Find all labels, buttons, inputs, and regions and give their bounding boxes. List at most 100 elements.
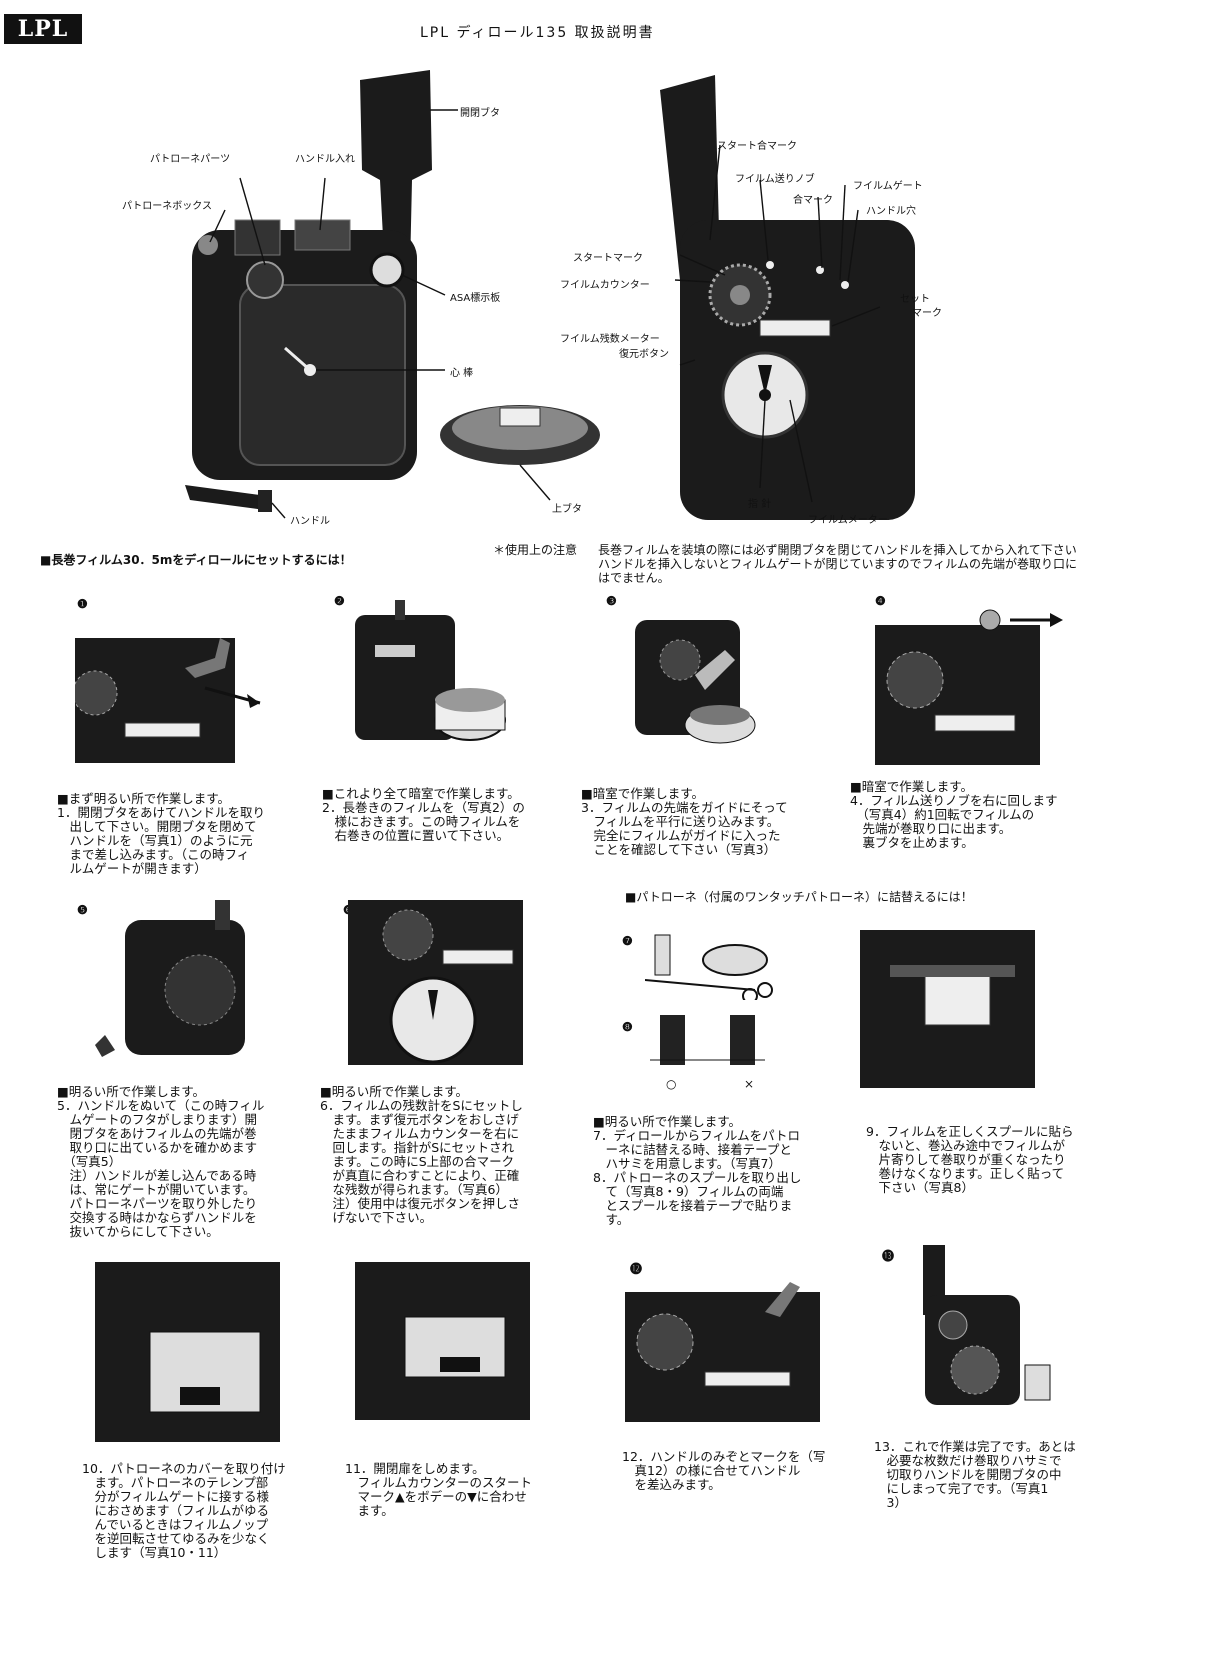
step-9-text: 9．フィルムを正しくスプールに貼ら ないと、巻込み途中でフィルムが 片寄りして巻… bbox=[866, 1125, 1073, 1195]
photo-3 bbox=[635, 620, 756, 744]
step-5-line: 抜いてからにして下さい。 bbox=[57, 1224, 219, 1239]
step-2-line: 2．長巻きのフィルムを（写真2）の bbox=[322, 800, 525, 815]
lpl-logo: LPL bbox=[4, 14, 82, 44]
diroll-open-diagram bbox=[185, 70, 600, 519]
step-4-text: ■暗室で作業します。 4．フィルム送りノブを右に回します （写真4）約1回転でフ… bbox=[850, 780, 1057, 850]
step-1-line: ■まず明るい所で作業します。 bbox=[57, 791, 231, 806]
step-6-line: げないで下さい。 bbox=[320, 1210, 433, 1225]
label-film-zansu-meter: フイルム残数メーター bbox=[560, 334, 660, 345]
step-7-line: ■明るい所で作業します。 bbox=[593, 1114, 742, 1129]
step-7-line: 8．パトローネのスプールを取り出し bbox=[593, 1170, 802, 1185]
label-patrone-parts: パトローネパーツ bbox=[150, 154, 231, 165]
photo-number-1: ❶ bbox=[77, 597, 88, 611]
photo-5 bbox=[95, 900, 245, 1057]
step-6-line: 注）使用中は復元ボタンを押しさ bbox=[320, 1196, 521, 1211]
label-handle: ハンドル bbox=[290, 516, 330, 527]
photo-6 bbox=[348, 900, 523, 1065]
step-5-line: は、常にゲートが開いています。 bbox=[57, 1182, 256, 1197]
document-title: LPL ディロール135 取扱説明書 bbox=[420, 25, 655, 41]
section-heading-patrone: ■パトローネ（付属のワンタッチパトローネ）に詰替えるには！ bbox=[625, 890, 973, 904]
step-10-line: します（写真10・11） bbox=[82, 1545, 227, 1560]
step-13-line: 切取りハンドルを開閉ブタの中 bbox=[874, 1467, 1062, 1482]
step-13-line: にしまって完了です。（写真1 bbox=[874, 1481, 1049, 1496]
section-heading-main: ■長巻フィルム30．5mをディロールにセットするには！ bbox=[40, 553, 352, 567]
step-11-line: フィルムカウンターのスタート bbox=[345, 1475, 533, 1490]
step-10-line: 分がフィルムゲートに接する様 bbox=[82, 1489, 270, 1504]
step-5-text: ■明るい所で作業します。 5．ハンドルをぬいて（この時フィル ムゲートのフタがし… bbox=[57, 1085, 264, 1239]
photo-12 bbox=[625, 1282, 820, 1422]
label-film-okuri-knob: フイルム送りノブ bbox=[735, 174, 815, 185]
step-4-line: ■暗室で作業します。 bbox=[850, 779, 974, 794]
step-9-line: 9．フィルムを正しくスプールに貼ら bbox=[866, 1124, 1074, 1139]
label-film-gate: フイルムゲート bbox=[853, 181, 923, 192]
step-9-line: 巻けなくなります。正しく貼って bbox=[866, 1166, 1065, 1181]
step-13-line: 必要な枚数だけ巻取りハサミで bbox=[874, 1453, 1062, 1468]
photo-number-13: ⓭ bbox=[882, 1249, 895, 1263]
photo-10 bbox=[95, 1262, 280, 1442]
caution-line2: ハンドルを挿入しないとフィルムゲートが閉じていますのでフィルムの先端が巻取り口に bbox=[598, 557, 1078, 571]
photo-number-7: ❼ bbox=[622, 934, 633, 948]
label-set-mark-2: マーク bbox=[912, 308, 942, 319]
step-12-line: 12．ハンドルのみぞとマークを（写 bbox=[622, 1449, 826, 1464]
step-5-line: 交換する時はかならずハンドルを bbox=[57, 1210, 257, 1225]
step-1-line: 出して下さい。開閉ブタを閉めて bbox=[57, 819, 257, 834]
step-10-line: 10．パトローネのカバーを取り付け bbox=[82, 1461, 286, 1476]
step-5-line: パトローネパーツを取り外したり bbox=[57, 1196, 258, 1211]
step-12-line: を差込みます。 bbox=[622, 1477, 721, 1492]
step-13-line: 13．これで作業は完了です。あとは bbox=[874, 1439, 1076, 1454]
label-fukugen-button: 復元ボタン bbox=[619, 349, 669, 360]
step-7-line: とスプールを接着テープで貼りま bbox=[593, 1198, 793, 1213]
mark-ok: ○ bbox=[666, 1077, 677, 1091]
photo-number-3: ❸ bbox=[606, 594, 617, 608]
step-3-line: 完全にフィルムがガイドに入った bbox=[581, 828, 781, 843]
label-film-meter: フイルムメーター bbox=[808, 515, 888, 526]
label-film-counter: フイルムカウンター bbox=[560, 280, 650, 291]
photo-number-5: ❺ bbox=[77, 903, 88, 917]
caution-label: ＊使用上の注意 bbox=[493, 543, 578, 557]
photo-9 bbox=[860, 930, 1035, 1088]
step-2-line: ■これより全て暗室で作業します。 bbox=[322, 786, 520, 801]
label-handle-ire: ハンドル入れ bbox=[295, 154, 355, 165]
step-3-line: ■暗室で作業します。 bbox=[581, 786, 705, 801]
step-3-line: ことを確認して下さい（写真3） bbox=[581, 842, 777, 857]
label-start-ai-mark: スタート合マーク bbox=[717, 141, 797, 152]
photo-11 bbox=[355, 1262, 530, 1420]
label-shinbou: 心 棒 bbox=[450, 368, 474, 379]
photo-number-4: ❹ bbox=[875, 594, 886, 608]
photo-4 bbox=[875, 609, 1063, 765]
step-10-text: 10．パトローネのカバーを取り付け ます。パトローネのテレンプ部 分がフィルムゲ… bbox=[82, 1462, 286, 1560]
diroll-front-diagram bbox=[660, 75, 915, 520]
step-10-line: んでいるときはフィルムノップ bbox=[82, 1517, 269, 1532]
step-6-line: 回します。指針がSにセットされ bbox=[320, 1140, 515, 1155]
step-12-line: 真12）の様に合せてハンドル bbox=[622, 1463, 801, 1478]
step-11-text: 11．開閉扉をしめます。 フィルムカウンターのスタート マーク▲をボデーの▼に合… bbox=[345, 1462, 532, 1518]
step-1-line: ルムゲートが開きます） bbox=[57, 861, 207, 876]
caution-line1: 長巻フィルムを装填の際には必ず開閉ブタを閉じてハンドルを挿入してから入れて下さい bbox=[598, 543, 1077, 557]
step-13-text: 13．これで作業は完了です。あとは 必要な枚数だけ巻取りハサミで 切取りハンドル… bbox=[874, 1440, 1076, 1510]
step-11-line: マーク▲をボデーの▼に合わせ bbox=[345, 1489, 527, 1504]
step-3-text: ■暗室で作業します。 3．フィルムの先端をガイドにそって フィルムを平行に送り込… bbox=[581, 787, 788, 857]
step-5-line: ■明るい所で作業します。 bbox=[57, 1084, 206, 1099]
step-4-line: （写真4）約1回転でフィルムの bbox=[850, 807, 1035, 822]
photo-8-spool bbox=[650, 1015, 765, 1065]
label-set-mark-1: セット bbox=[900, 294, 930, 305]
photo-1 bbox=[75, 638, 261, 763]
step-5-line: ムゲートのフタがしまります）開 bbox=[57, 1112, 258, 1127]
label-shishin: 指 針 bbox=[748, 499, 772, 510]
step-9-line: ないと、巻込み途中でフィルムが bbox=[866, 1138, 1066, 1153]
step-1-line: まで差し込みます。（この時フィ bbox=[57, 847, 250, 862]
step-6-line: ます。まず復元ボタンをおしさげ bbox=[320, 1112, 519, 1127]
step-1-line: ハンドルを（写真1）のように元 bbox=[57, 833, 253, 848]
step-1-text: ■まず明るい所で作業します。 1．開閉ブタをあけてハンドルを取り 出して下さい。… bbox=[57, 792, 265, 876]
step-13-line: 3） bbox=[874, 1495, 907, 1510]
photo-2 bbox=[355, 600, 506, 741]
step-6-line: な残数が得られます。（写真6） bbox=[320, 1182, 508, 1197]
step-10-line: ます。パトローネのテレンプ部 bbox=[82, 1475, 269, 1490]
step-10-line: を逆回転させてゆるみを少なく bbox=[82, 1531, 270, 1546]
label-kaihei-buta: 開閉ブタ bbox=[460, 108, 500, 119]
photo-number-2: ❷ bbox=[334, 594, 345, 608]
photo-13 bbox=[923, 1245, 1051, 1405]
step-5-line: 注）ハンドルが差し込んである時 bbox=[57, 1168, 257, 1183]
step-6-text: ■明るい所で作業します。 6．フィルムの残数計をSにセットし ます。まず復元ボタ… bbox=[320, 1085, 523, 1225]
step-7-line: ーネに詰替える時、接着テープと bbox=[593, 1142, 792, 1157]
